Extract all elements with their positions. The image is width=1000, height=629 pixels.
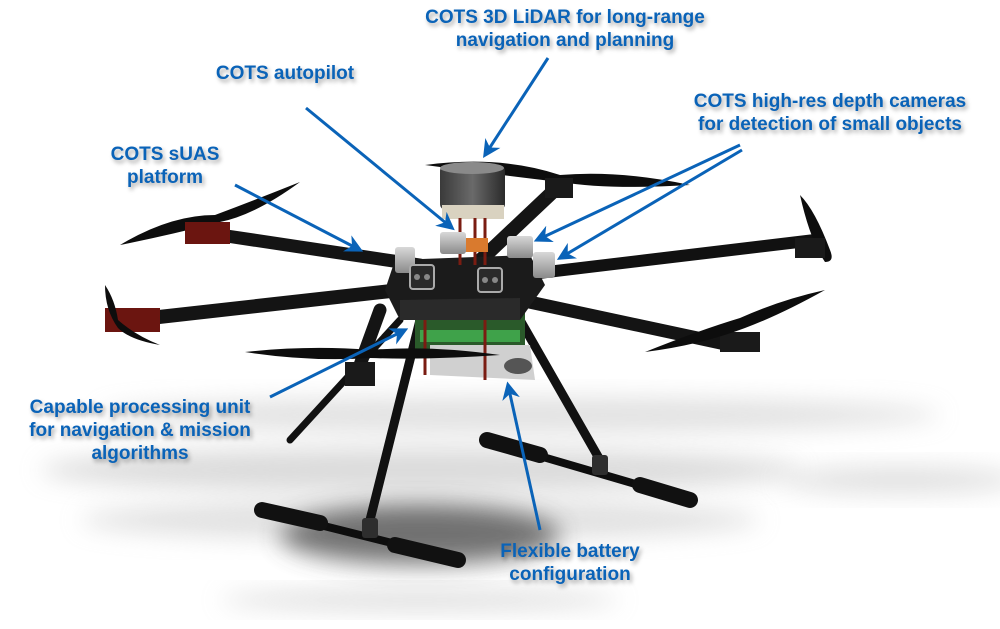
arrow-processing [269,328,409,399]
ground-shadows [40,397,1000,610]
label-depth-cameras: COTS high-res depth cameras for detectio… [693,91,967,135]
arrow-lidar [483,57,550,159]
arrow-depth-camera-1 [533,143,741,243]
arrow-battery [502,381,542,531]
label-processing: Capable processing unit for navigation &… [29,397,251,464]
label-battery: Flexible battery configuration [500,541,640,585]
label-platform: COTS sUAS platform [110,144,220,188]
arrow-autopilot [305,106,455,231]
motor-mounts [105,178,825,386]
label-lidar: COTS 3D LiDAR for long-range navigation … [425,7,705,51]
depth-cameras [395,232,555,293]
propellers-front [105,285,825,360]
arrow-platform [234,183,364,252]
arrow-depth-camera-2 [556,148,743,260]
label-autopilot: COTS autopilot [215,63,355,84]
payload-battery [415,310,535,380]
annotation-arrows [234,57,743,531]
